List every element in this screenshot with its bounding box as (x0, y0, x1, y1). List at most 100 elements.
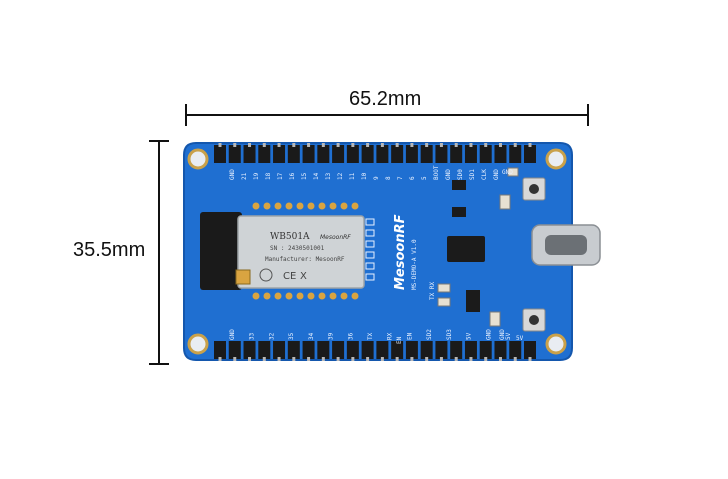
header-pin (214, 341, 226, 359)
usb-c-connector (531, 224, 601, 266)
header-pin-tip (351, 357, 355, 361)
header-pin-tip (233, 143, 237, 147)
header-pin (317, 341, 330, 359)
module-pad (252, 292, 260, 300)
pin-label: 5 (421, 176, 428, 180)
header-pin (464, 145, 477, 163)
pin-label: 6 (409, 176, 416, 180)
pin-label: 39 (328, 332, 335, 340)
top-pin-header (214, 143, 536, 163)
header-pin (391, 145, 404, 163)
pin-label: GND (485, 329, 492, 340)
pin-label: 36 (347, 332, 354, 340)
pin-label: 18 (265, 172, 272, 180)
silk-5v: 5V (516, 335, 524, 342)
header-pin-tip (469, 357, 473, 361)
pin-label: GND (229, 169, 236, 180)
header-pin (287, 145, 300, 163)
pin-label: SD2 (426, 329, 433, 340)
ce-mark: CE (283, 271, 296, 282)
module-pad (329, 202, 337, 210)
pin-label: 35 (288, 332, 295, 340)
module-pad (340, 202, 348, 210)
header-pin-tip (425, 357, 429, 361)
header-pin (376, 145, 389, 163)
header-pin-tip (439, 357, 443, 361)
header-pin (228, 341, 241, 359)
header-pin-tip (248, 357, 252, 361)
pin-label: 14 (313, 172, 320, 180)
header-pin (479, 341, 492, 359)
pin-label: TX (367, 332, 374, 340)
header-pin-tip (528, 357, 532, 361)
header-pin-tip (425, 143, 429, 147)
pin-label: 33 (249, 332, 256, 340)
header-pin-tip (469, 143, 473, 147)
header-pin-tip (321, 357, 325, 361)
header-pin (464, 341, 477, 359)
header-pin-tip (410, 357, 414, 361)
header-pin (435, 145, 448, 163)
module-pad (307, 292, 315, 300)
header-pin (302, 341, 315, 359)
header-pin (332, 145, 345, 163)
height-dimension-line (149, 140, 169, 365)
header-pin-tip (292, 143, 296, 147)
header-pin-tip (484, 357, 488, 361)
header-pin (509, 145, 522, 163)
pin-label: 7 (397, 176, 404, 180)
header-pin (302, 145, 315, 163)
header-pin-tip (454, 143, 458, 147)
header-pin (243, 341, 256, 359)
pin-label: 13 (325, 172, 332, 180)
header-pin (214, 145, 226, 163)
pin-label: SD1 (469, 169, 476, 180)
pin-label: 11 (349, 172, 356, 180)
pin-label: CLK (481, 169, 488, 180)
module-pad (296, 202, 304, 210)
header-pin-tip (233, 357, 237, 361)
header-pin (258, 145, 271, 163)
header-pin-tip (321, 143, 325, 147)
header-pin (361, 145, 374, 163)
header-pin-tip (218, 357, 222, 361)
header-pin (273, 145, 286, 163)
header-pin-tip (336, 143, 340, 147)
header-pin (524, 145, 536, 163)
header-pin (420, 145, 433, 163)
header-pin (258, 341, 271, 359)
header-pin (405, 145, 418, 163)
module-pad (307, 202, 315, 210)
header-pin-tip (366, 357, 370, 361)
header-pin-tip (395, 357, 399, 361)
header-pin (317, 145, 330, 163)
pin-label: 8 (385, 176, 392, 180)
module-pad (351, 292, 359, 300)
pin-label: 32 (268, 332, 275, 340)
mounting-holes (187, 148, 567, 355)
pin-label: 9 (373, 176, 380, 180)
module-pads (252, 202, 375, 300)
width-dimension-line (185, 104, 589, 126)
height-dimension-label: 35.5mm (73, 239, 146, 261)
module-pad (365, 229, 375, 237)
header-pin-tip (484, 143, 488, 147)
pin-label: 12 (337, 172, 344, 180)
module-model: WB501A (270, 232, 310, 242)
header-pin (361, 341, 374, 359)
header-pin-tip (454, 357, 458, 361)
header-pin (287, 341, 300, 359)
pin-label: 5V (466, 332, 473, 340)
header-pin (243, 145, 256, 163)
header-pin (450, 341, 463, 359)
pin-label: 21 (241, 172, 248, 180)
header-pin-tip (336, 357, 340, 361)
module-pad (296, 292, 304, 300)
components (437, 167, 519, 327)
pin-label: GND (493, 169, 500, 180)
board-brand: MesoonRF (393, 214, 408, 290)
header-pin (405, 341, 418, 359)
header-pin (346, 145, 359, 163)
header-pin-tip (307, 143, 311, 147)
